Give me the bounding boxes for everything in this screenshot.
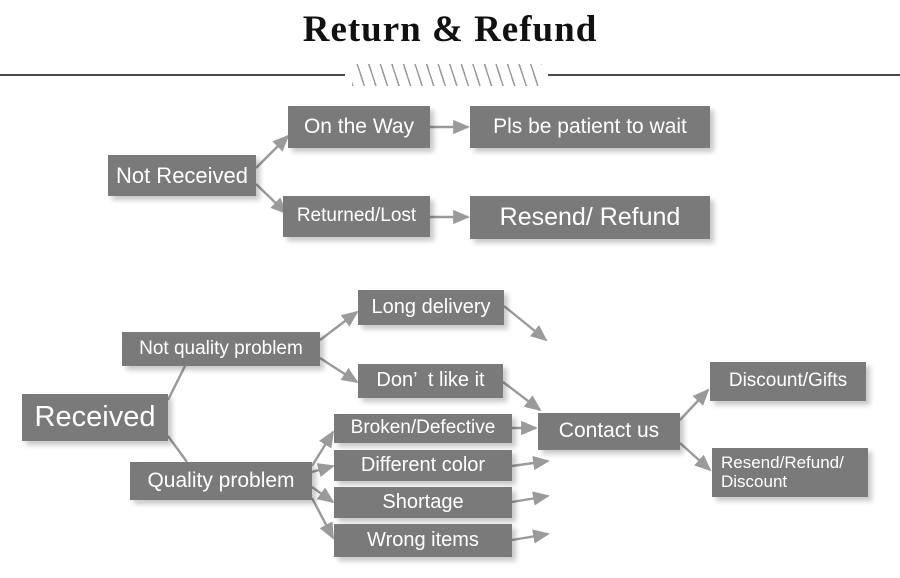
header-divider	[0, 64, 900, 86]
edge-wrong-items-contact	[511, 529, 550, 544]
node-not-quality-problem[interactable]: Not quality problem	[122, 332, 320, 366]
edge-contact-resend-refund-discount	[679, 442, 712, 472]
edge-shortage-contact	[511, 491, 550, 506]
edge-not-received-on-the-way	[255, 134, 290, 169]
node-contact-us[interactable]: Contact us	[538, 413, 680, 450]
page-title: Return & Refund	[302, 9, 598, 50]
divider-line-right	[548, 74, 900, 76]
node-broken-defective[interactable]: Broken/Defective	[334, 414, 512, 443]
edge-quality-wrong-items	[310, 497, 335, 540]
node-wrong-items[interactable]: Wrong items	[334, 524, 512, 557]
edge-diff-color-contact	[511, 455, 550, 471]
edge-not-quality-long-delivery	[319, 310, 359, 341]
edge-contact-discount-gifts	[679, 388, 710, 421]
edge-quality-broken	[310, 430, 335, 467]
edge-received-not-quality	[166, 365, 187, 401]
node-quality-problem[interactable]: Quality problem	[130, 462, 312, 500]
node-returned-lost[interactable]: Returned/Lost	[283, 196, 430, 237]
edge-not-received-returned-lost	[255, 183, 288, 215]
node-discount-gifts[interactable]: Discount/Gifts	[710, 362, 866, 401]
node-different-color[interactable]: Different color	[334, 450, 512, 481]
node-not-received[interactable]: Not Received	[108, 155, 256, 196]
edge-not-quality-dont-like	[319, 356, 359, 384]
node-resend-refund-discount[interactable]: Resend/Refund/ Discount	[712, 448, 868, 497]
edge-long-delivery-contact	[503, 305, 548, 342]
edge-quality-diff-color	[311, 463, 335, 478]
node-resend-refund[interactable]: Resend/ Refund	[470, 196, 710, 239]
node-dont-like-it[interactable]: Don’ t like it	[358, 364, 503, 398]
hatched-rule-divider-icon	[352, 64, 542, 86]
node-received[interactable]: Received	[22, 394, 168, 441]
edge-dont-like-contact	[502, 381, 542, 412]
node-long-delivery[interactable]: Long delivery	[358, 290, 504, 325]
divider-line-left	[0, 74, 345, 76]
node-shortage[interactable]: Shortage	[334, 487, 512, 518]
edge-quality-shortage	[311, 486, 335, 504]
node-pls-be-patient-to-wait[interactable]: Pls be patient to wait	[470, 106, 710, 148]
edge-received-quality	[167, 435, 188, 463]
node-on-the-way[interactable]: On the Way	[288, 106, 430, 148]
